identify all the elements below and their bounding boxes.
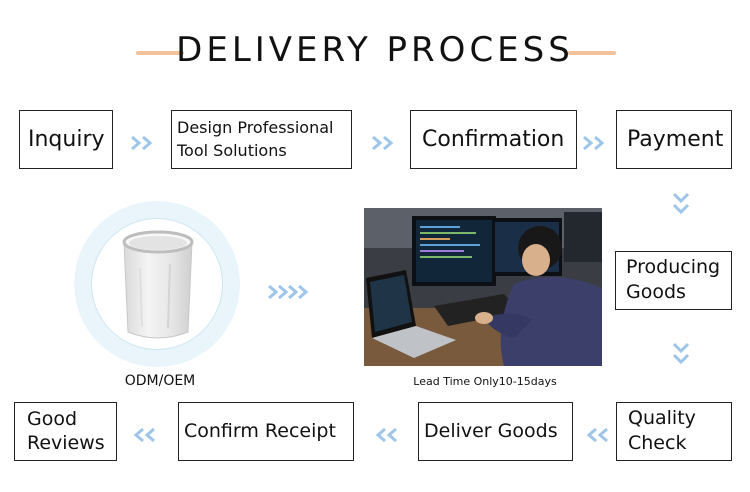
step-quality-label-1: Quality <box>628 407 696 430</box>
step-confirm-receipt: Confirm Receipt <box>178 402 354 461</box>
step-design-label-2: Tool Solutions <box>177 140 287 160</box>
arrow-right-icon <box>130 136 156 150</box>
step-design-label-1: Design Professional <box>177 118 334 138</box>
arrow-right-icon <box>582 136 608 150</box>
filter-bag-image <box>122 230 194 339</box>
step-reviews-label-2: Reviews <box>27 431 105 454</box>
step-deliver-goods: Deliver Goods <box>418 402 573 461</box>
step-deliver-label: Deliver Goods <box>424 419 558 442</box>
title-decoration-right <box>568 51 616 55</box>
arrow-right-icon <box>371 136 397 150</box>
step-reviews-label-1: Good <box>27 407 78 430</box>
arrow-left-icon <box>132 428 158 442</box>
step-inquiry-label: Inquiry <box>28 126 105 152</box>
step-design: Design Professional Tool Solutions <box>171 110 352 169</box>
title-decoration-left <box>136 51 184 55</box>
step-payment: Payment <box>616 110 732 169</box>
step-confirmation-label: Confirmation <box>422 126 565 152</box>
arrow-left-icon <box>374 428 400 442</box>
lead-time-caption: Lead Time Only10-15days <box>413 375 557 388</box>
arrow-down-icon <box>673 192 689 216</box>
page-title: DELIVERY PROCESS <box>176 30 574 70</box>
step-inquiry: Inquiry <box>19 110 113 169</box>
arrow-right-icon <box>267 285 311 299</box>
arrow-left-icon <box>585 428 611 442</box>
step-producing-label-1: Producing <box>626 256 721 279</box>
step-payment-label: Payment <box>627 126 724 152</box>
step-confirmation: Confirmation <box>410 110 577 169</box>
developer-at-computer-photo <box>364 208 602 366</box>
step-good-reviews: Good Reviews <box>14 402 117 461</box>
odm-oem-caption: ODM/OEM <box>124 373 196 389</box>
arrow-down-icon <box>673 342 689 366</box>
step-confirm-receipt-label: Confirm Receipt <box>184 419 336 442</box>
step-producing-label-2: Goods <box>626 281 686 303</box>
step-quality-label-2: Check <box>628 432 687 454</box>
step-quality-check: Quality Check <box>616 402 732 461</box>
step-producing-goods: Producing Goods <box>615 251 732 310</box>
